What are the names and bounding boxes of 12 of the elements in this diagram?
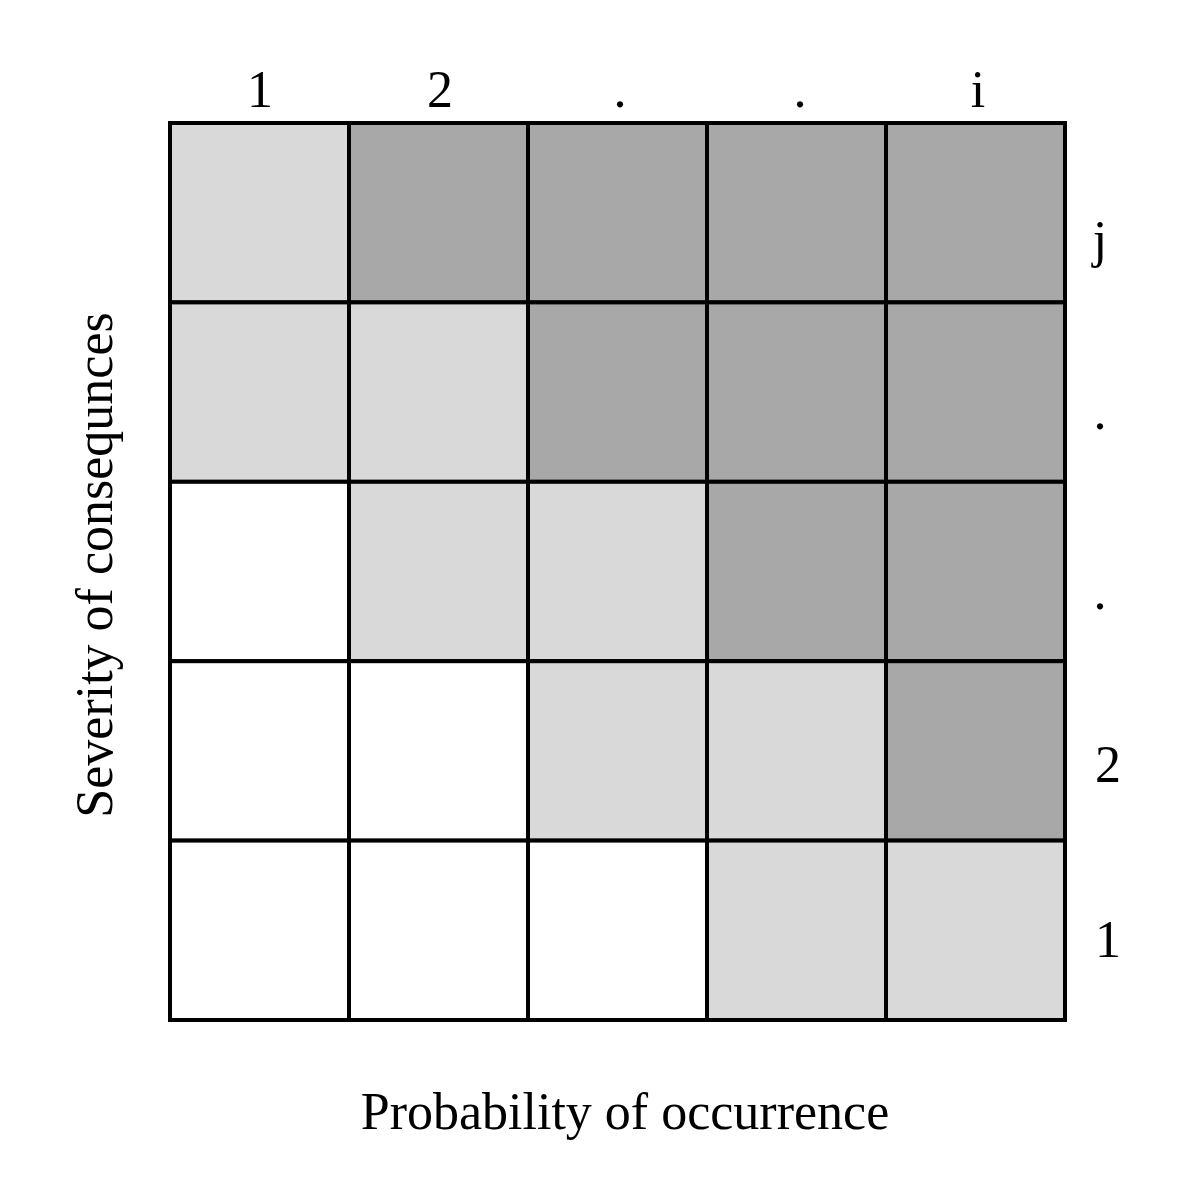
row-index: j xyxy=(1092,214,1108,266)
row-number: . xyxy=(1093,566,1107,618)
row-number: . xyxy=(1093,386,1107,438)
column-number: 2 xyxy=(427,64,453,116)
column-number: . xyxy=(613,64,627,116)
axis-title: Severity of consequnces xyxy=(69,312,121,818)
column-number: 1 xyxy=(247,64,273,116)
row-number: 2 xyxy=(1095,739,1121,791)
axis-title: Probability of occurrence xyxy=(360,1086,890,1138)
row-number: 1 xyxy=(1095,914,1121,966)
column-number: . xyxy=(793,64,807,116)
column-index: i xyxy=(970,64,986,116)
